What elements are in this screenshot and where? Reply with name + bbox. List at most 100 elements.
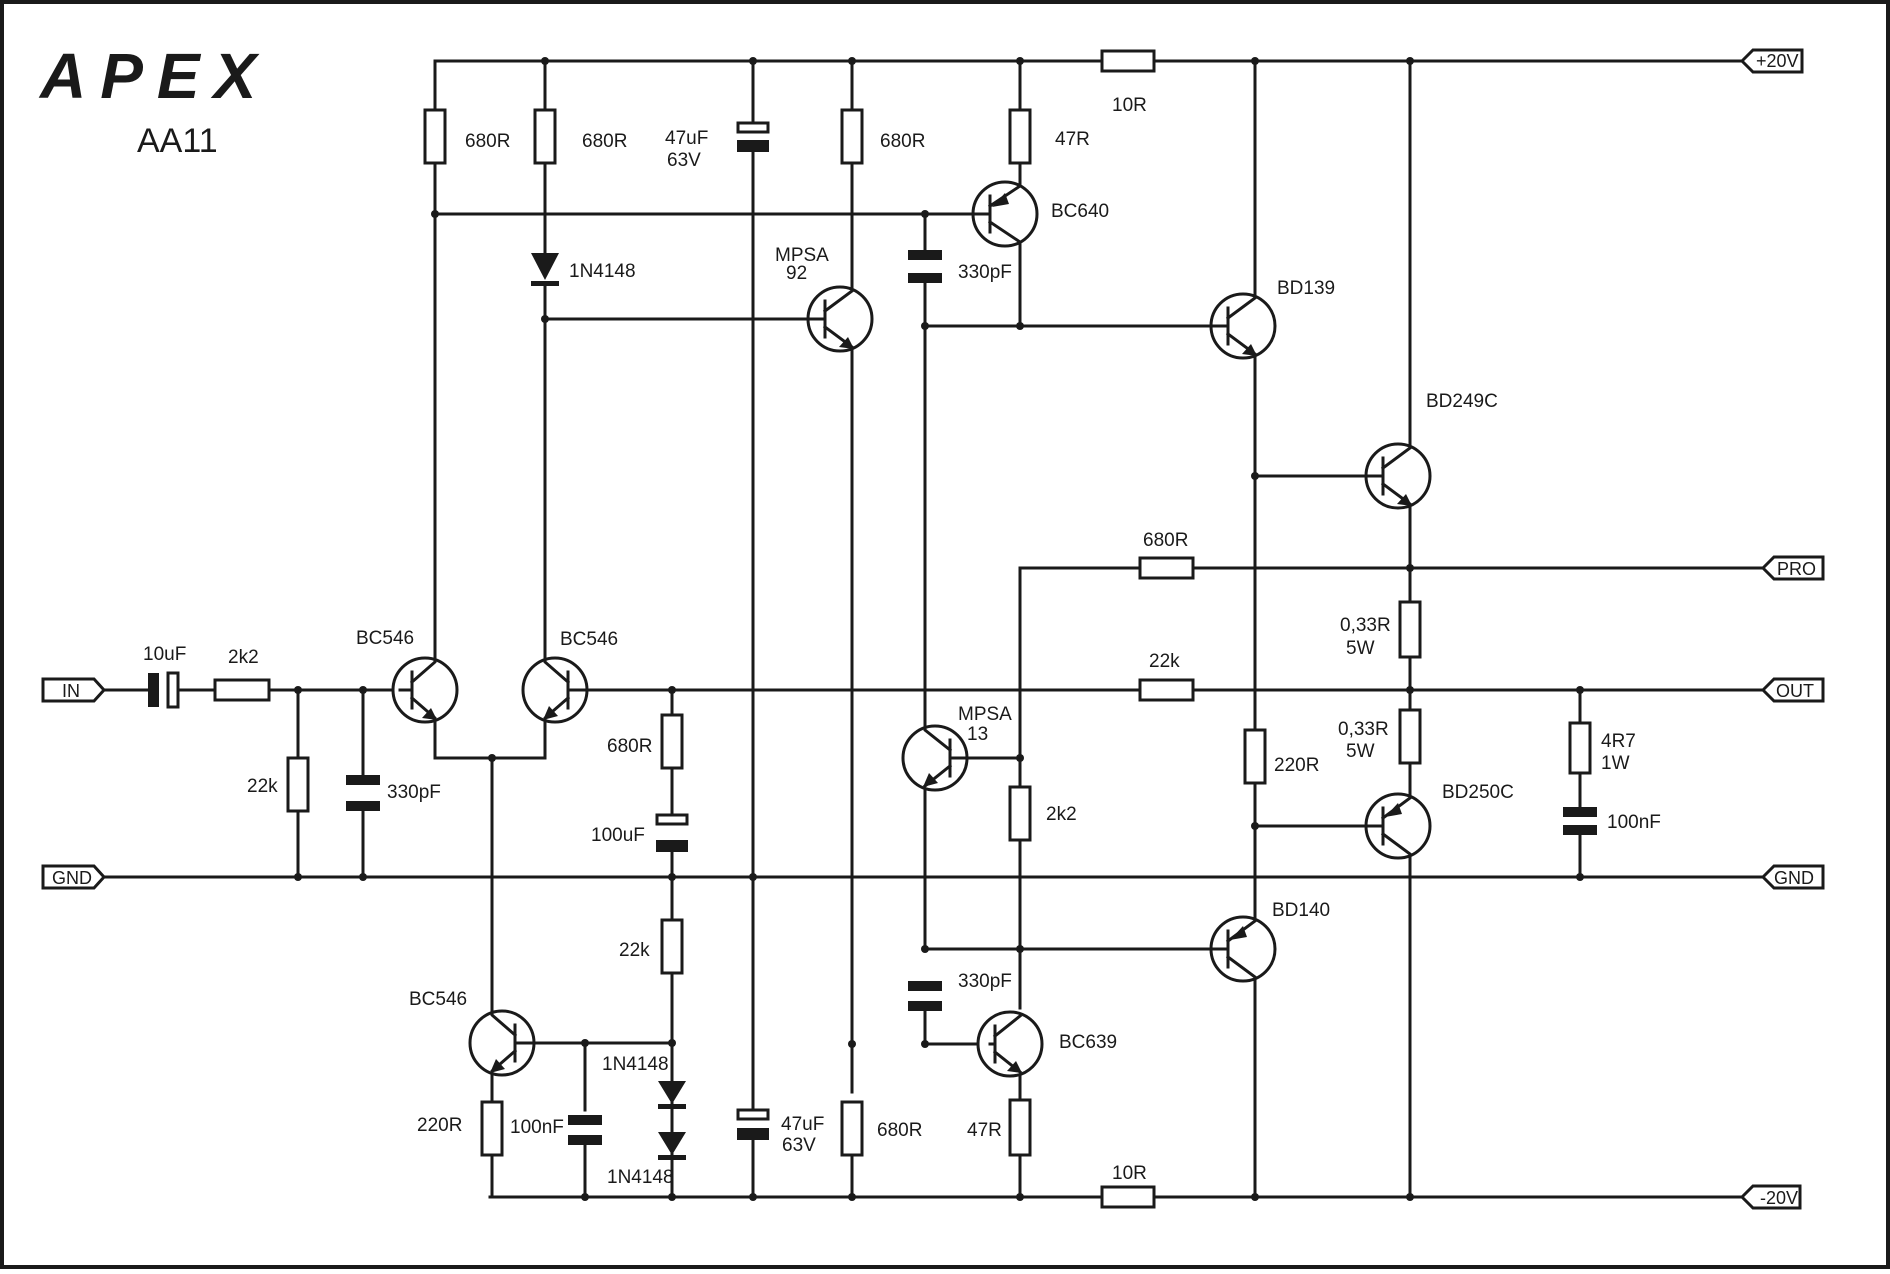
transistor-q-in2 — [521, 656, 590, 724]
transistor-q-out-top — [1363, 442, 1432, 510]
port-flags: +20V -20V PRO OUT GND IN GND — [41, 48, 1825, 1210]
label-r-vas: 2k2 — [1046, 804, 1077, 825]
label-r-zobel-power: 1W — [1601, 753, 1630, 774]
resistor-r-fb1 — [660, 713, 684, 770]
transistor-q-in1 — [391, 656, 459, 724]
transistor-q-drv-bot — [1208, 913, 1277, 983]
resistor-r-bot3 — [1100, 1185, 1156, 1209]
resistor-r-top5 — [1100, 49, 1156, 73]
capacitor-c-cs — [568, 1115, 602, 1145]
port-pro-label: PRO — [1777, 559, 1816, 579]
label-c-bot-voltage: 63V — [782, 1135, 816, 1156]
port-vpos: +20V — [1739, 48, 1804, 74]
resistor-r-bot1 — [840, 1100, 864, 1157]
resistor-r-top4 — [1008, 108, 1032, 165]
label-q-mpsa92-line1: MPSA — [775, 245, 829, 266]
capacitor-c-top-miller — [908, 250, 942, 283]
label-c-top-value: 47uF — [665, 128, 708, 149]
wires — [101, 59, 1765, 1199]
label-r-top2: 680R — [582, 131, 627, 152]
label-d-top: 1N4148 — [569, 261, 636, 282]
resistor-r-vas — [1008, 785, 1032, 842]
label-c-bot-value: 47uF — [781, 1114, 824, 1135]
label-q-drv-top: BD139 — [1277, 278, 1335, 299]
resistor-r-out-fb — [1138, 678, 1195, 702]
label-c-cs: 100nF — [510, 1117, 564, 1138]
label-r-pro: 680R — [1143, 530, 1188, 551]
label-d-bot1: 1N4148 — [602, 1054, 669, 1075]
diode-d-top — [531, 253, 559, 286]
resistor-r-fb2 — [660, 918, 684, 975]
label-r-in: 2k2 — [228, 647, 259, 668]
label-r-top5: 10R — [1112, 95, 1147, 116]
transistor-q-cs — [468, 1009, 536, 1077]
label-r-bot2: 47R — [967, 1120, 1002, 1141]
port-vpos-label: +20V — [1756, 51, 1799, 71]
diode-d-bot2 — [658, 1132, 686, 1160]
capacitors — [148, 121, 1597, 1145]
component-labels: 680R 680R 680R 47R 10R 2k2 22k 680R 22k … — [143, 95, 1661, 1188]
transistor-q-drv-top — [1206, 292, 1277, 360]
label-r-e2-power: 5W — [1346, 741, 1375, 762]
label-q-out-bot: BD250C — [1442, 782, 1514, 803]
label-r-top3: 680R — [880, 131, 925, 152]
port-gnd-left-label: GND — [52, 868, 92, 888]
label-d-bot2: 1N4148 — [607, 1167, 674, 1188]
port-pro: PRO — [1760, 555, 1825, 581]
label-r-in-shunt: 22k — [247, 776, 278, 797]
label-r-top1: 680R — [465, 131, 510, 152]
capacitor-c-top — [736, 121, 770, 152]
junction-dots — [294, 57, 1584, 1201]
port-gnd-right-label: GND — [1774, 868, 1814, 888]
label-r-top4: 47R — [1055, 129, 1090, 150]
label-r-bot3: 10R — [1112, 1163, 1147, 1184]
label-q-drv-bot: BD140 — [1272, 900, 1330, 921]
label-q-out-top: BD249C — [1426, 391, 1498, 412]
label-q-in2: BC546 — [560, 629, 618, 650]
label-q-mpsa13-line1: MPSA — [958, 704, 1012, 725]
label-c-fb: 100uF — [591, 825, 645, 846]
label-r-out-fb: 22k — [1149, 651, 1180, 672]
resistor-r-cs-emit — [480, 1100, 504, 1157]
diode-d-bot1 — [658, 1081, 686, 1109]
capacitor-c-zobel — [1563, 807, 1597, 835]
capacitor-c-bot-miller — [908, 981, 942, 1011]
label-c-in: 10uF — [143, 644, 186, 665]
label-c-top-miller: 330pF — [958, 262, 1012, 283]
resistor-r-top1 — [423, 108, 447, 165]
port-out: OUT — [1760, 677, 1825, 703]
transistors — [391, 180, 1432, 1078]
resistor-r-in-shunt — [286, 756, 310, 813]
port-gnd-right: GND — [1760, 864, 1825, 890]
label-r-bias: 220R — [1274, 755, 1319, 776]
apex-logo: APEX — [38, 40, 256, 112]
resistor-r-top2 — [533, 108, 557, 165]
label-c-in-shunt: 330pF — [387, 782, 441, 803]
label-r-cs-emit: 220R — [417, 1115, 462, 1136]
resistor-r-zobel — [1568, 721, 1592, 775]
resistor-r-top3 — [840, 108, 864, 165]
port-in: IN — [41, 677, 107, 703]
label-r-e1-value: 0,33R — [1340, 615, 1391, 636]
label-q-bot: BC639 — [1059, 1032, 1117, 1053]
transistor-q-mpsa13 — [901, 724, 969, 792]
transistor-q-mpsa92 — [806, 285, 874, 353]
label-c-bot-miller: 330pF — [958, 971, 1012, 992]
transistor-q-top — [971, 180, 1039, 248]
model-title: AA11 — [137, 122, 218, 160]
label-r-fb2: 22k — [619, 940, 650, 961]
port-out-label: OUT — [1776, 681, 1814, 701]
capacitor-c-bot — [736, 1108, 770, 1140]
resistor-r-bot2 — [1008, 1098, 1032, 1157]
port-vneg-label: -20V — [1760, 1188, 1798, 1208]
resistor-r-e2 — [1398, 708, 1422, 765]
port-gnd-left: GND — [41, 864, 107, 890]
transistor-q-bot — [976, 1010, 1044, 1078]
diodes — [531, 253, 686, 1160]
label-r-e2-value: 0,33R — [1338, 719, 1389, 740]
resistor-r-pro — [1138, 556, 1195, 580]
label-q-in1: BC546 — [356, 628, 414, 649]
